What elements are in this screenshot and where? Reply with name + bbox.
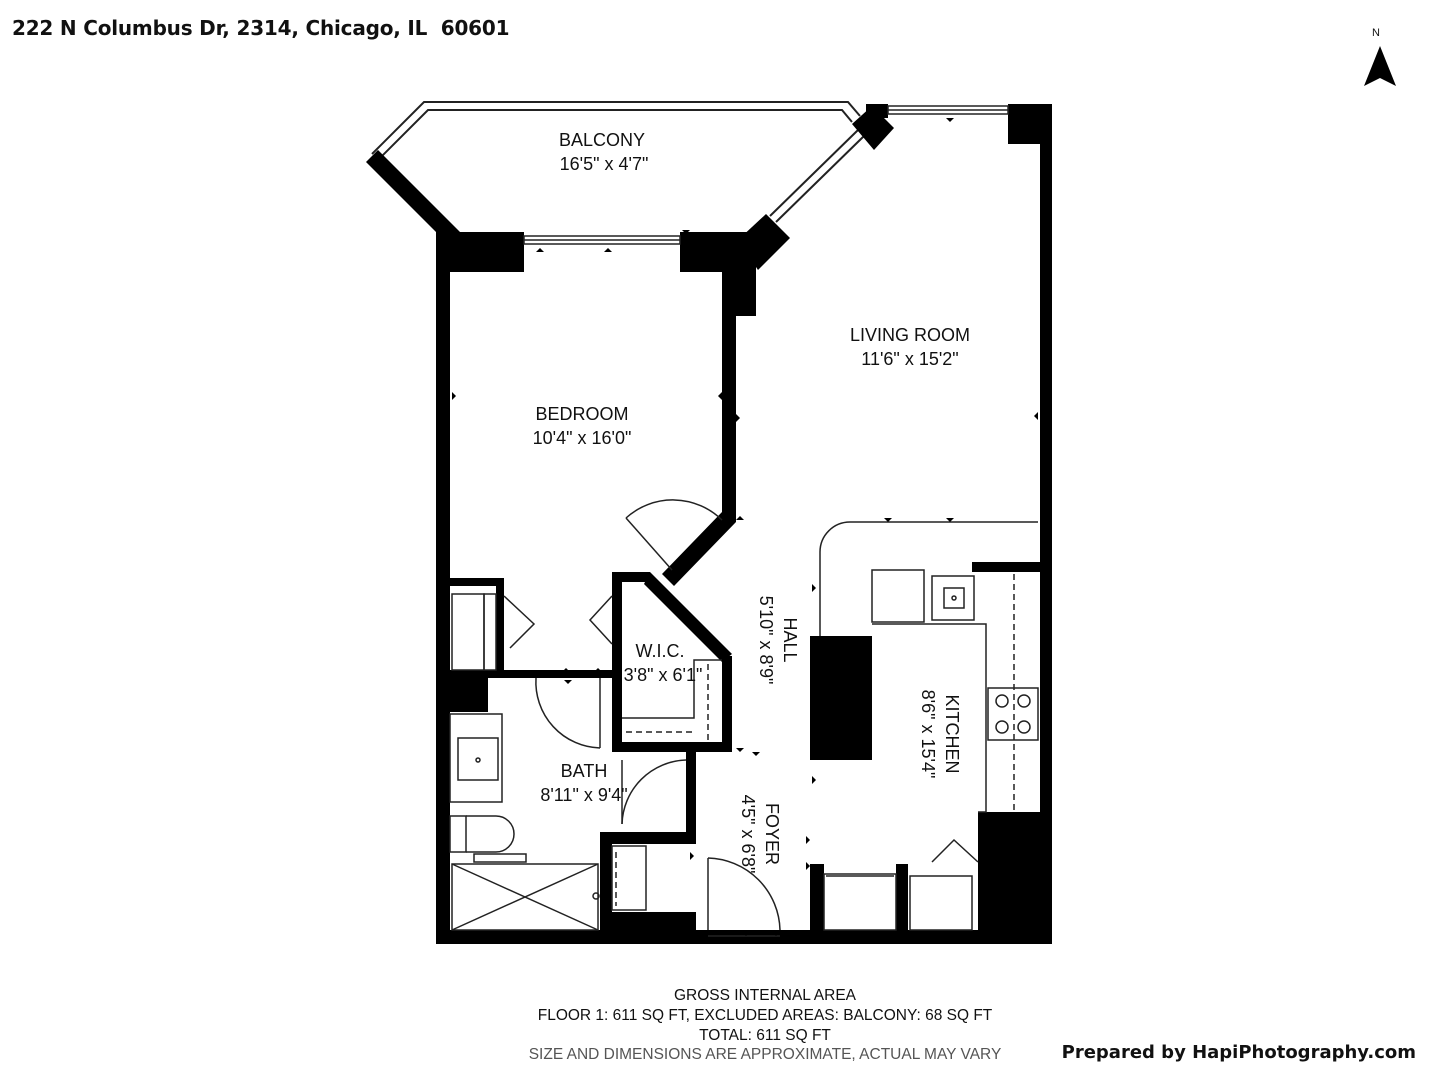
room-name-foyer: FOYER [762,803,782,865]
room-name-hall: HALL [780,617,800,662]
room-dims-foyer: 4'5" x 6'8" [738,795,758,874]
interior-walls [436,272,1042,942]
room-dims-kitchen: 8'6" x 15'4" [918,690,938,779]
area-total: TOTAL: 611 SQ FT [699,1027,831,1044]
room-name-kitchen: KITCHEN [942,694,962,773]
north-arrow-icon [1364,46,1396,86]
area-heading: GROSS INTERNAL AREA [673,987,857,1004]
windows [523,105,1009,245]
room-name-balcony: BALCONY [559,130,645,150]
dimension-markers [452,118,1038,936]
photographer-credit: Prepared by HapiPhotography.com [1061,1042,1416,1063]
north-label: N [1372,27,1380,39]
room-dims-wic: 3'8" x 6'1" [624,665,703,685]
area-floor-summary: FLOOR 1: 611 SQ FT, EXCLUDED AREAS: BALC… [537,1007,993,1024]
room-dims-hall: 5'10" x 8'9" [756,596,776,685]
property-address: 222 N Columbus Dr, 2314, Chicago, IL 606… [12,16,510,40]
room-name-bath: BATH [561,761,608,781]
room-dims-bedroom: 10'4" x 16'0" [533,428,632,448]
balcony-wall-left [366,150,460,244]
doors [503,499,979,931]
balcony-corner-post [852,106,894,150]
disclaimer: SIZE AND DIMENSIONS ARE APPROXIMATE, ACT… [528,1046,1002,1063]
room-name-living-room: LIVING ROOM [850,325,970,345]
room-name-wic: W.I.C. [636,641,685,661]
room-dims-balcony: 16'5" x 4'7" [560,154,649,174]
room-dims-living-room: 11'6" x 15'2" [861,349,958,369]
fixtures [449,521,1039,937]
room-name-bedroom: BEDROOM [535,404,628,424]
room-dims-bath: 8'11" x 9'4" [540,785,627,805]
balcony-railing [371,101,865,223]
